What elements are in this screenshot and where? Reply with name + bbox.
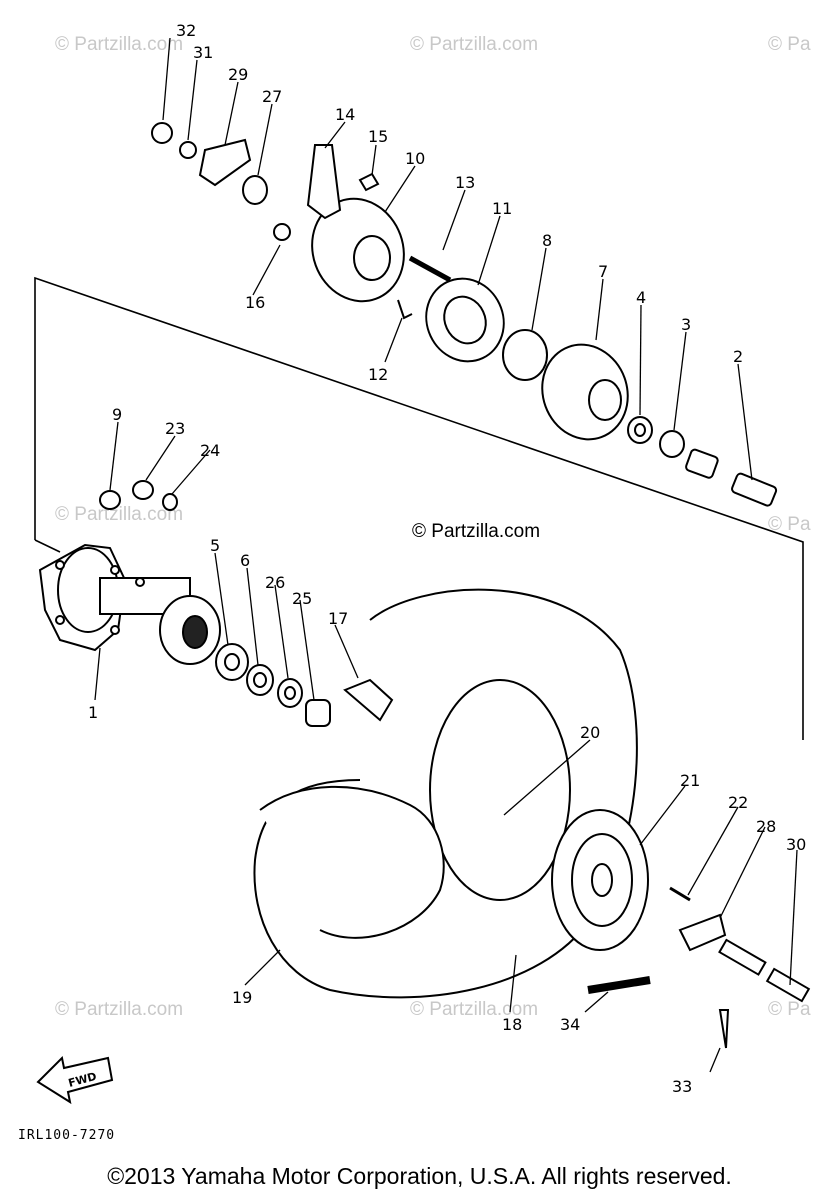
watermark: © Partzilla.com xyxy=(410,999,538,1020)
callout-14: 14 xyxy=(335,105,355,124)
callout-23: 23 xyxy=(165,419,185,438)
leader-lines xyxy=(94,37,798,1073)
assembly-outline xyxy=(34,276,804,740)
callout-12: 12 xyxy=(368,365,388,384)
callout-27: 27 xyxy=(262,87,282,106)
watermark: © Partzilla.com xyxy=(55,504,183,525)
callout-26: 26 xyxy=(265,573,285,592)
watermark: © Partzilla.com xyxy=(55,34,183,55)
callout-10: 10 xyxy=(405,149,425,168)
callout-30: 30 xyxy=(786,835,806,854)
small-parts xyxy=(99,122,778,954)
callout-32: 32 xyxy=(176,21,196,40)
callout-8: 8 xyxy=(542,231,552,250)
callout-28: 28 xyxy=(756,817,776,836)
callout-3: 3 xyxy=(681,315,691,334)
watermark: © Pa xyxy=(768,999,811,1020)
callout-18: 18 xyxy=(502,1015,522,1034)
watermark: © Pa xyxy=(768,514,811,535)
wheel-tire xyxy=(253,588,638,999)
callout-16: 16 xyxy=(245,293,265,312)
copyright-notice: ©2013 Yamaha Motor Corporation, U.S.A. A… xyxy=(107,1163,732,1189)
callout-31: 31 xyxy=(193,43,213,62)
callout-11: 11 xyxy=(492,199,512,218)
watermark: © Partzilla.com xyxy=(410,34,538,55)
callout-5: 5 xyxy=(210,536,220,555)
callout-2: 2 xyxy=(733,347,743,366)
sprocket-part-21 xyxy=(551,809,649,951)
callout-21: 21 xyxy=(680,771,700,790)
callout-1: 1 xyxy=(88,703,98,722)
callout-17: 17 xyxy=(328,609,348,628)
callout-13: 13 xyxy=(455,173,475,192)
callout-4: 4 xyxy=(636,288,646,307)
watermark: © Partzilla.com xyxy=(55,999,183,1020)
callout-20: 20 xyxy=(580,723,600,742)
callout-labels: 32 31 29 27 14 15 10 13 11 8 7 4 3 2 16 … xyxy=(88,21,806,1096)
callout-6: 6 xyxy=(240,551,250,570)
brake-assembly xyxy=(198,138,629,441)
hub-axle-part-1 xyxy=(38,543,221,665)
callout-33: 33 xyxy=(672,1077,692,1096)
callout-15: 15 xyxy=(368,127,388,146)
fwd-arrow: FWD xyxy=(36,1055,114,1105)
chain-adjuster xyxy=(587,886,811,1049)
callout-25: 25 xyxy=(292,589,312,608)
watermark: © Pa xyxy=(768,34,811,55)
watermark-layer: © Partzilla.com © Partzilla.com © Pa © P… xyxy=(55,34,811,1020)
callout-9: 9 xyxy=(112,405,122,424)
callout-22: 22 xyxy=(728,793,748,812)
callout-19: 19 xyxy=(232,988,252,1007)
drawing-code: IRL100-7270 xyxy=(18,1128,116,1143)
callout-24: 24 xyxy=(200,441,220,460)
center-watermark: © Partzilla.com xyxy=(412,521,540,542)
callout-7: 7 xyxy=(598,262,608,281)
callout-34: 34 xyxy=(560,1015,580,1034)
callout-29: 29 xyxy=(228,65,248,84)
